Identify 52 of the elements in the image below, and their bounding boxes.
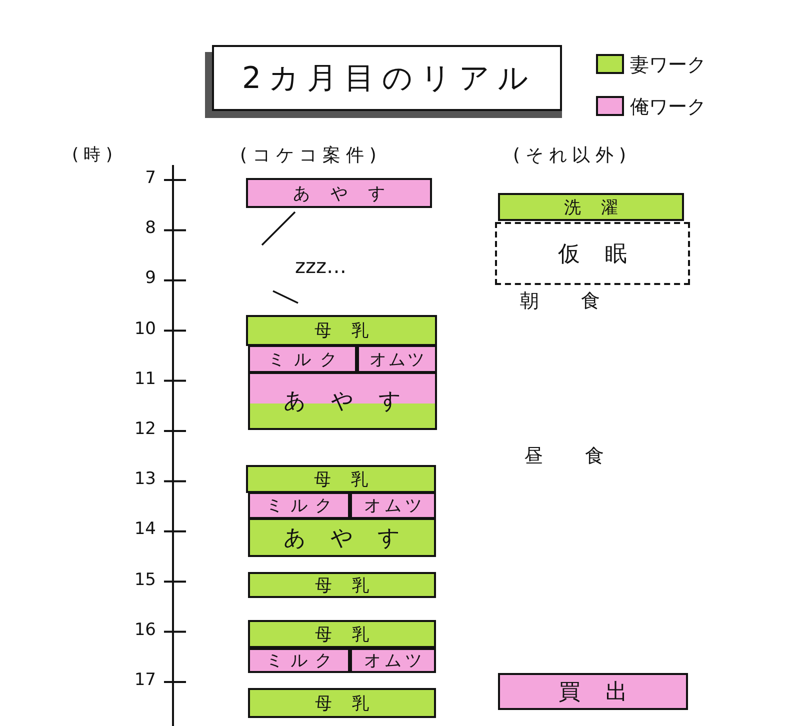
task-label: 洗濯 (564, 196, 639, 218)
task-label: オムツ (364, 495, 426, 517)
hour-label: 9 (144, 268, 156, 288)
dashed-box (495, 222, 690, 285)
hour-label: 11 (133, 368, 156, 389)
task-bar (248, 648, 350, 673)
task-label: あやす (283, 524, 425, 552)
meal-label: 朝食 (520, 289, 642, 314)
task-bar (498, 673, 688, 710)
task-bar (357, 345, 437, 373)
task-bar (248, 620, 436, 648)
column-heading: (時) (72, 144, 118, 166)
task-label: 母乳 (314, 574, 390, 596)
task-bar (246, 315, 437, 346)
task-label: オムツ (369, 348, 427, 370)
hour-label: 14 (133, 519, 156, 540)
task-label: 母乳 (314, 468, 389, 490)
task-label: 仮眠 (558, 240, 652, 268)
hour-label: 12 (133, 419, 156, 439)
task-bar (246, 178, 432, 208)
task-label: あやす (293, 182, 406, 204)
title: 2カ月目のリアル (242, 60, 536, 98)
task-label: 母乳 (314, 624, 390, 646)
column-heading: (それ以外) (513, 144, 632, 167)
task-bar (248, 572, 436, 598)
task-bar (248, 688, 436, 718)
task-bar (498, 193, 684, 221)
task-label: オムツ (364, 650, 426, 672)
task-label: ミルク (266, 495, 340, 517)
task-bar (350, 492, 436, 519)
task-bar (246, 465, 436, 493)
hour-label: 13 (133, 469, 156, 490)
sleep-note: zzz… (295, 254, 346, 278)
task-label: 母乳 (314, 692, 390, 714)
task-label: 母乳 (314, 320, 390, 342)
hour-label: 16 (133, 620, 156, 640)
task-bar (248, 345, 357, 373)
meal-label: 昼食 (524, 444, 646, 469)
hour-label: 17 (133, 670, 156, 690)
task-label: ミルク (266, 650, 340, 672)
legend-label: 俺ワーク (630, 95, 706, 120)
column-heading: (コケコ案件) (240, 144, 382, 167)
task-bar (248, 518, 436, 557)
hour-label: 7 (144, 168, 156, 188)
hour-label: 8 (144, 218, 156, 238)
task-label: ミルク (268, 348, 346, 370)
task-bar (350, 648, 436, 673)
task-bar (248, 492, 350, 519)
hour-label: 10 (133, 318, 156, 339)
task-label: 買出 (558, 678, 653, 706)
hour-label: 15 (133, 570, 156, 590)
legend-label: 妻ワーク (630, 53, 706, 78)
